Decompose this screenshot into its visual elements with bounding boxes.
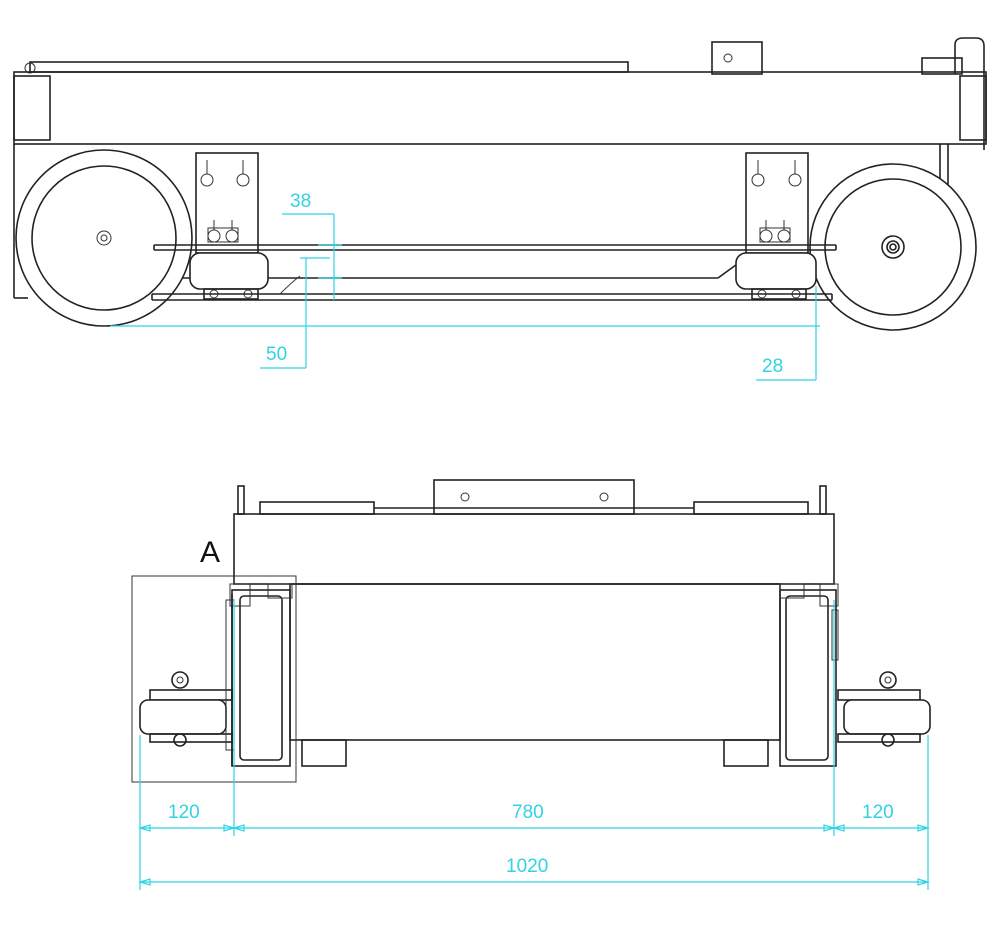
dim-left-120-label: 120 (168, 802, 200, 823)
front-top-plate (233, 513, 835, 585)
guide-rails (151, 244, 837, 301)
right-wheel (809, 163, 977, 331)
dim-38-label: 38 (290, 191, 311, 212)
front-view: A 120 780 120 (131, 479, 931, 890)
dim-50-label: 50 (266, 344, 287, 365)
dim-28-label: 28 (762, 356, 783, 377)
detail-a: A (131, 536, 297, 783)
left-caster-roller (189, 252, 269, 300)
right-caster-roller (735, 252, 817, 300)
front-left-wheel (229, 583, 293, 767)
front-right-wheel (779, 583, 839, 767)
front-view-dimensions: 120 780 120 1020 (137, 600, 931, 890)
top-plate (24, 37, 985, 150)
front-left-caster (139, 594, 235, 766)
side-view-dimensions: 38 50 28 (110, 191, 820, 381)
left-wheel (15, 149, 193, 327)
dim-780-label: 780 (512, 802, 544, 823)
detail-a-label: A (200, 536, 220, 569)
left-caster-bracket (195, 152, 259, 254)
front-right-caster (837, 671, 931, 747)
right-caster-bracket (745, 152, 809, 254)
front-body (289, 583, 781, 767)
side-view: 38 50 28 (13, 37, 987, 381)
dim-1020-label: 1020 (506, 856, 548, 877)
dim-right-120-label: 120 (862, 802, 894, 823)
front-top-features (237, 479, 827, 515)
